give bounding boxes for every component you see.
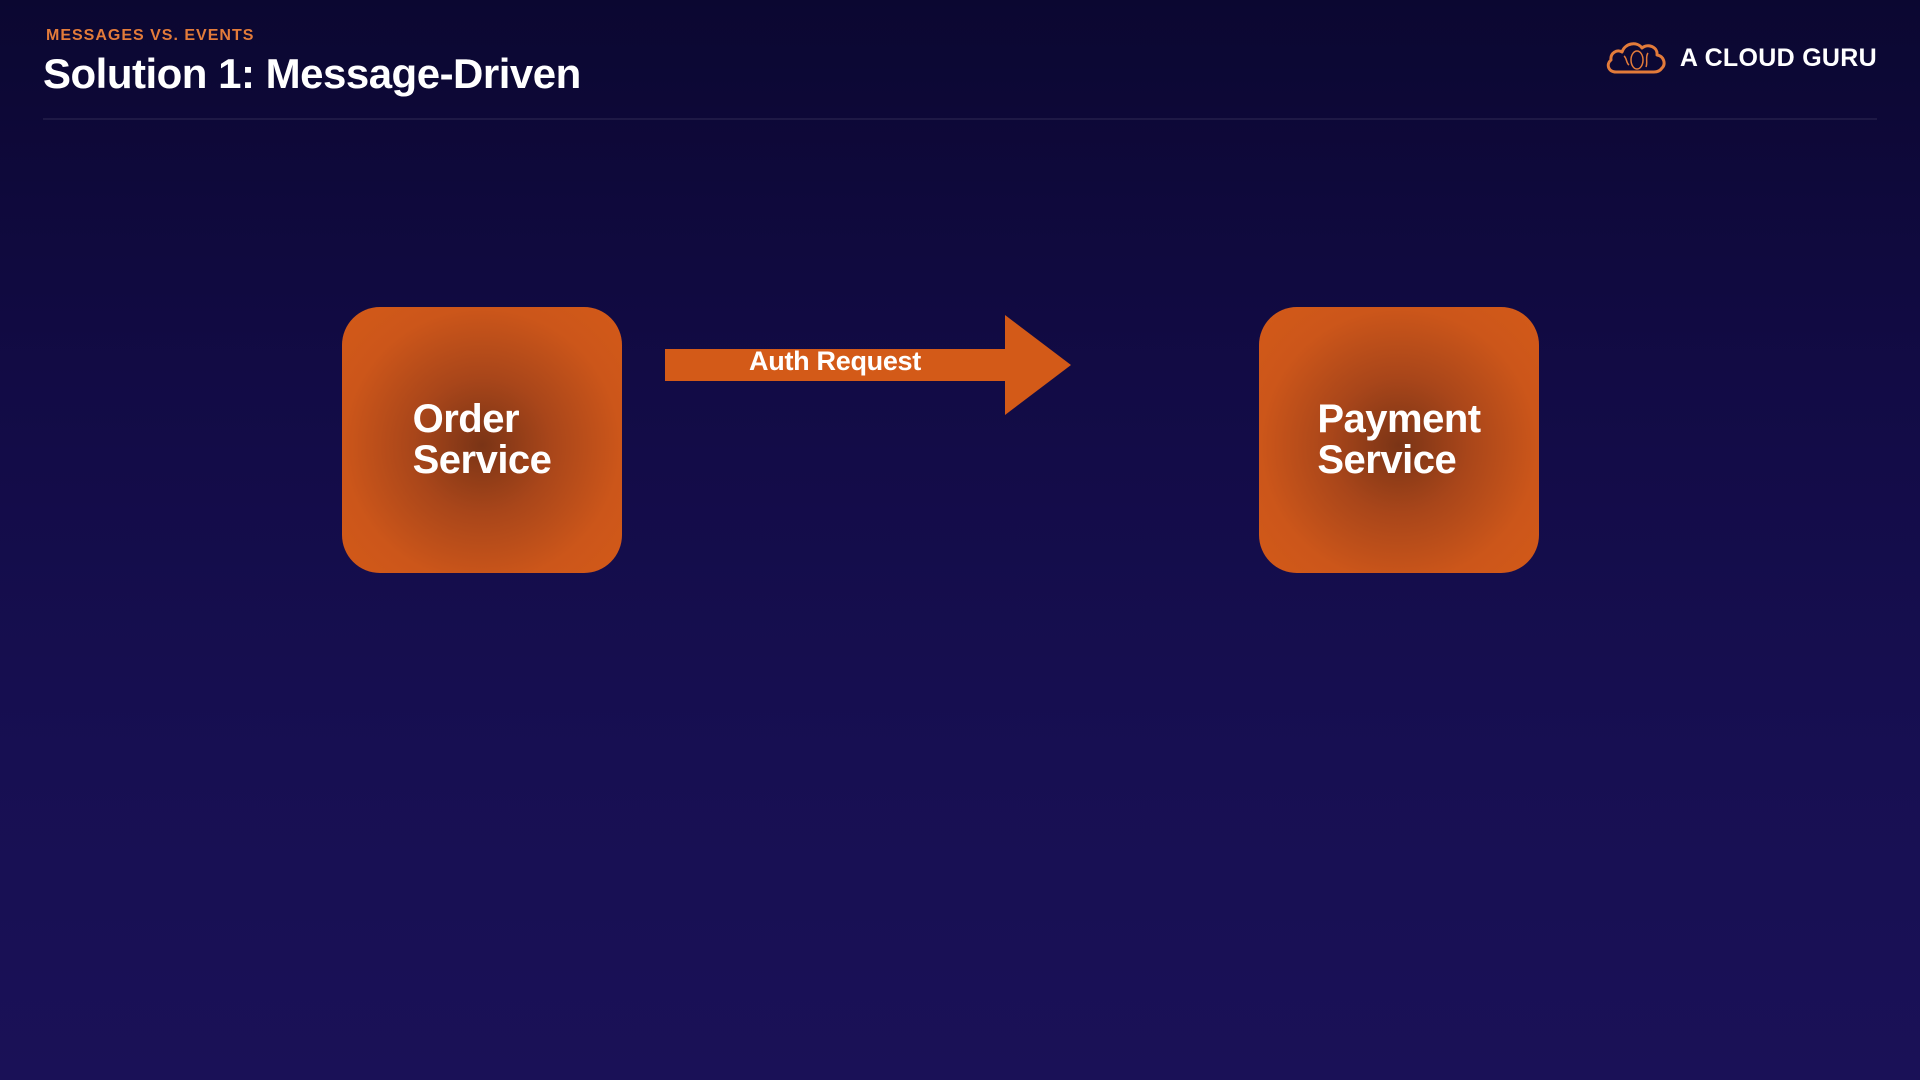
cloud-icon xyxy=(1606,42,1666,74)
order-service-label: Order Service xyxy=(412,397,552,482)
header-divider xyxy=(43,118,1877,120)
auth-request-arrow xyxy=(665,315,1071,415)
brand-logo-group: A CLOUD GURU xyxy=(1604,38,1877,78)
payment-service-node: Payment Service xyxy=(1259,307,1539,573)
payment-service-label: Payment Service xyxy=(1317,397,1481,482)
auth-request-label: Auth Request xyxy=(749,346,921,376)
brand-name: A CLOUD GURU xyxy=(1679,43,1877,72)
section-kicker: MESSAGES VS. EVENTS xyxy=(46,27,255,44)
slide-title: Solution 1: Message-Driven xyxy=(43,50,581,97)
order-service-node: Order Service xyxy=(342,307,622,573)
